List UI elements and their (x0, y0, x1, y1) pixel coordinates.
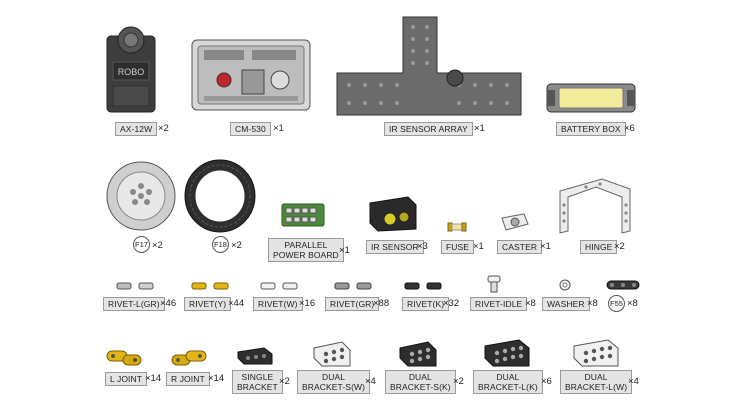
part-label-line: DUAL (496, 372, 520, 382)
part-quantity: ×1 (273, 123, 284, 134)
power-board-icon (281, 203, 325, 227)
part-quantity: ×14 (145, 373, 162, 384)
part-label: RIVET-IDLE (470, 297, 528, 311)
part-label: IR SENSOR ARRAY (384, 122, 473, 136)
part-label-line: BRACKET-S(K) (390, 382, 451, 392)
part-label: RIVET(Y) (184, 297, 232, 311)
part-label-line: BRACKET (237, 382, 278, 392)
wheel-hub-icon (106, 161, 176, 231)
part-quantity: ×46 (160, 298, 177, 309)
rivet-icon (404, 282, 442, 290)
part-label: DUAL BRACKET-L(K) (473, 370, 543, 394)
part-code-badge: F55 (608, 295, 625, 312)
part-quantity: ×3 (417, 241, 428, 252)
part-label-line: BRACKET-L(W) (565, 382, 628, 392)
dual-bracket-icon (573, 339, 619, 367)
part-quantity: ×4 (628, 376, 639, 387)
battery-box-icon (546, 83, 636, 113)
ir-sensor-array-icon (336, 16, 522, 116)
part-quantity: ×2 (614, 241, 625, 252)
svg-text:ROBO: ROBO (118, 67, 145, 77)
dual-bracket-icon (399, 341, 437, 367)
part-label-line: POWER BOARD (273, 250, 339, 260)
part-quantity: ×2 (453, 376, 464, 387)
rivet-idle-icon (487, 275, 501, 293)
part-quantity: ×1 (339, 245, 350, 256)
tire-icon (184, 159, 256, 233)
part-label: DUAL BRACKET-S(W) (297, 370, 371, 394)
single-bracket-icon (237, 347, 273, 365)
servo-motor-icon: ROBO (106, 26, 156, 113)
part-label: PARALLEL POWER BOARD (268, 238, 344, 262)
part-code-badge: F18 (212, 236, 229, 253)
part-label: CASTER (497, 240, 543, 254)
part-label: AX-12W (115, 122, 158, 136)
part-label: RIVET-L(GR) (103, 297, 165, 311)
rivet-icon (260, 282, 298, 290)
dual-bracket-icon (484, 339, 530, 367)
part-label: RIVET(K) (402, 297, 450, 311)
rivet-icon (116, 282, 154, 290)
caster-icon (501, 213, 529, 231)
part-label: FUSE (441, 240, 475, 254)
washer-icon (559, 279, 571, 291)
part-quantity: ×32 (443, 298, 460, 309)
part-quantity: ×2 (152, 240, 163, 251)
part-label: IR SENSOR (366, 240, 424, 254)
part-label-line: DUAL (408, 372, 432, 382)
part-label: L JOINT (105, 372, 148, 386)
part-label: BATTERY BOX (556, 122, 626, 136)
ir-sensor-icon (369, 196, 417, 232)
part-label: DUAL BRACKET-S(K) (385, 370, 456, 394)
part-label: WASHER (542, 297, 590, 311)
part-quantity: ×2 (231, 240, 242, 251)
part-label: SINGLE BRACKET (232, 370, 283, 394)
rivet-icon (191, 282, 229, 290)
part-label: RIVET(GR) (325, 297, 380, 311)
part-quantity: ×16 (299, 298, 316, 309)
part-quantity: ×1 (540, 241, 551, 252)
part-label: CM-530 (230, 122, 271, 136)
part-label: HINGE (580, 240, 618, 254)
part-label-line: BRACKET-L(K) (478, 382, 538, 392)
part-label-line: SINGLE (241, 372, 274, 382)
part-label-line: DUAL (321, 372, 346, 382)
link-bar-icon (606, 280, 640, 290)
rivet-icon (334, 282, 372, 290)
part-label-line: DUAL (584, 372, 608, 382)
fuse-icon (447, 222, 467, 232)
part-quantity: ×2 (158, 123, 169, 134)
part-quantity: ×8 (525, 298, 536, 309)
part-code-badge: F17 (133, 236, 150, 253)
part-quantity: ×1 (474, 123, 485, 134)
part-label: R JOINT (166, 372, 210, 386)
part-quantity: ×2 (279, 376, 290, 387)
dual-bracket-icon (313, 341, 351, 367)
part-label: RIVET(W) (253, 297, 303, 311)
part-quantity: ×1 (473, 241, 484, 252)
part-quantity: ×8 (627, 298, 638, 309)
part-quantity: ×6 (541, 376, 552, 387)
part-label-line: BRACKET-S(W) (302, 382, 366, 392)
part-label-line: PARALLEL (284, 240, 328, 250)
part-label: DUAL BRACKET-L(W) (560, 370, 633, 394)
l-joint-icon (106, 350, 142, 366)
controller-icon (191, 39, 311, 111)
r-joint-icon (171, 350, 207, 366)
part-quantity: ×8 (587, 298, 598, 309)
part-quantity: ×6 (624, 123, 635, 134)
part-quantity: ×4 (365, 376, 376, 387)
hinge-icon (559, 178, 631, 234)
part-quantity: ×88 (373, 298, 390, 309)
part-quantity: ×44 (228, 298, 245, 309)
part-quantity: ×14 (208, 373, 225, 384)
